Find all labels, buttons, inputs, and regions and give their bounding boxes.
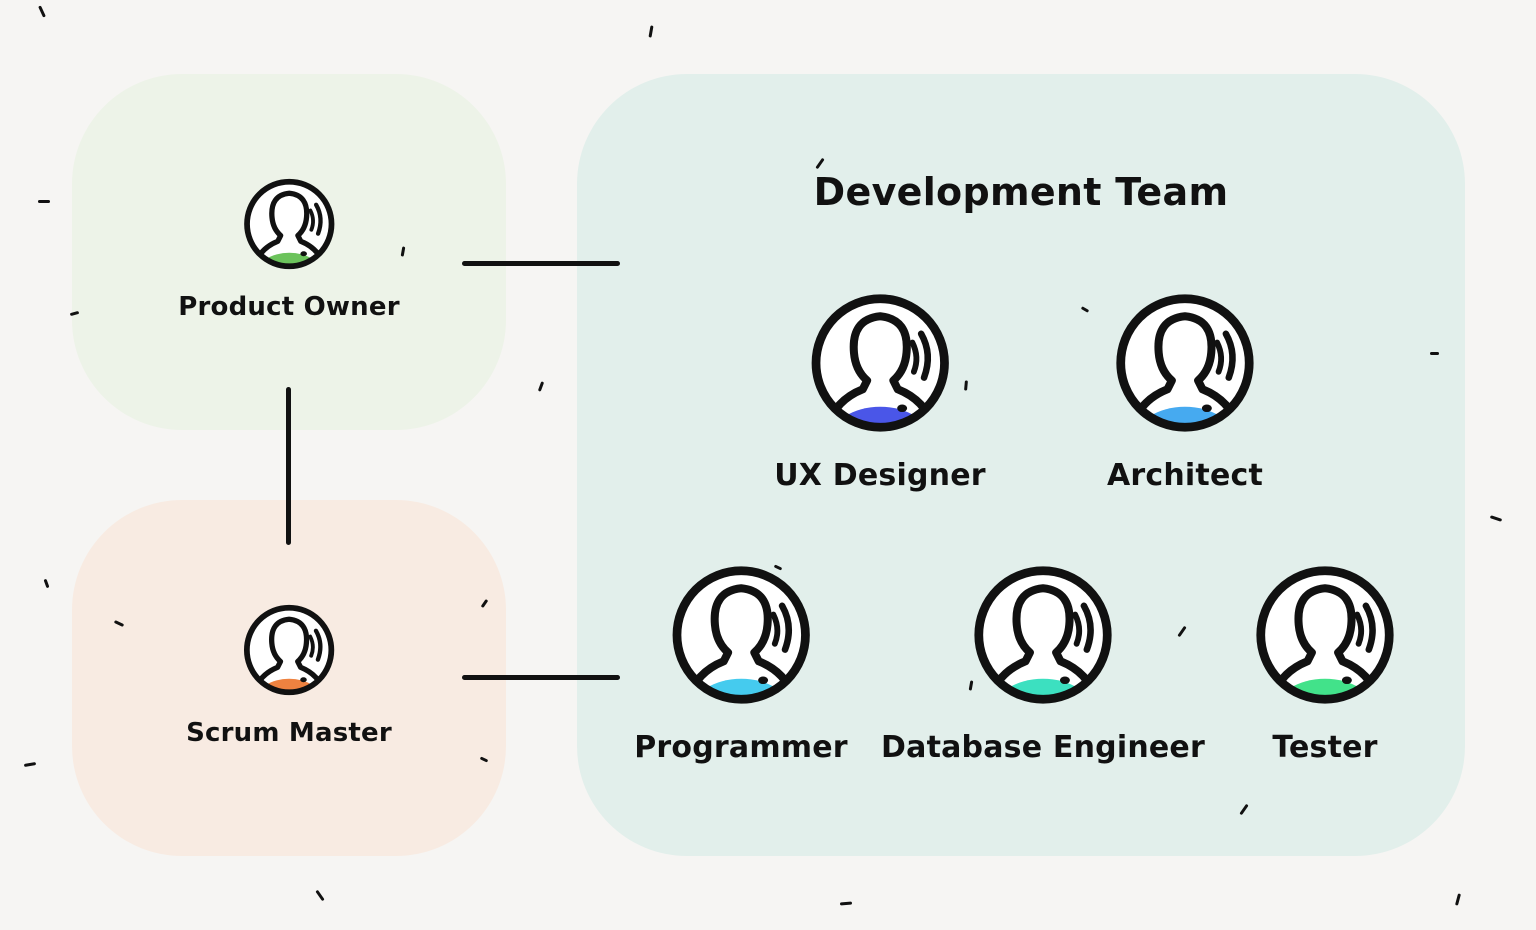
development-team-panel [577,74,1465,856]
development-team-title: Development Team [813,170,1229,214]
team-member-database-engineer: Database Engineer [881,562,1205,765]
decorative-tick [1454,893,1462,906]
person-avatar-icon [1116,294,1254,432]
product-owner-label: Product Owner [178,292,400,322]
decorative-tick [38,5,46,18]
decorative-tick [1489,515,1503,522]
person-avatar-icon [672,566,810,704]
scrum-master-label: Scrum Master [186,718,392,748]
connector-product-owner-to-team [462,261,620,266]
person-avatar-icon [1256,566,1394,704]
scrum-master-node: Scrum Master [186,602,392,748]
decorative-tick [537,381,545,392]
decorative-tick [23,761,37,768]
product-owner-node: Product Owner [178,176,400,322]
decorative-tick [315,889,325,902]
connector-product-owner-to-scrum-master [286,387,291,545]
team-member-label: Tester [1272,730,1378,765]
decorative-tick [839,901,853,906]
decorative-tick [38,200,50,203]
decorative-tick [1430,352,1439,355]
team-member-label: Programmer [634,730,848,765]
team-member-label: Database Engineer [881,730,1205,765]
team-member-tester: Tester [1252,562,1398,765]
decorative-tick [43,578,50,589]
team-member-architect: Architect [1107,290,1263,493]
person-avatar-icon [243,178,335,270]
person-avatar-icon [974,566,1112,704]
person-avatar-icon [811,294,949,432]
person-avatar-icon [243,604,335,696]
connector-scrum-master-to-team [462,675,620,680]
team-member-label: Architect [1106,458,1264,493]
team-member-ux-designer: UX Designer [774,290,986,493]
team-member-label: UX Designer [774,458,986,493]
decorative-tick [648,25,654,38]
team-member-programmer: Programmer [634,562,848,765]
